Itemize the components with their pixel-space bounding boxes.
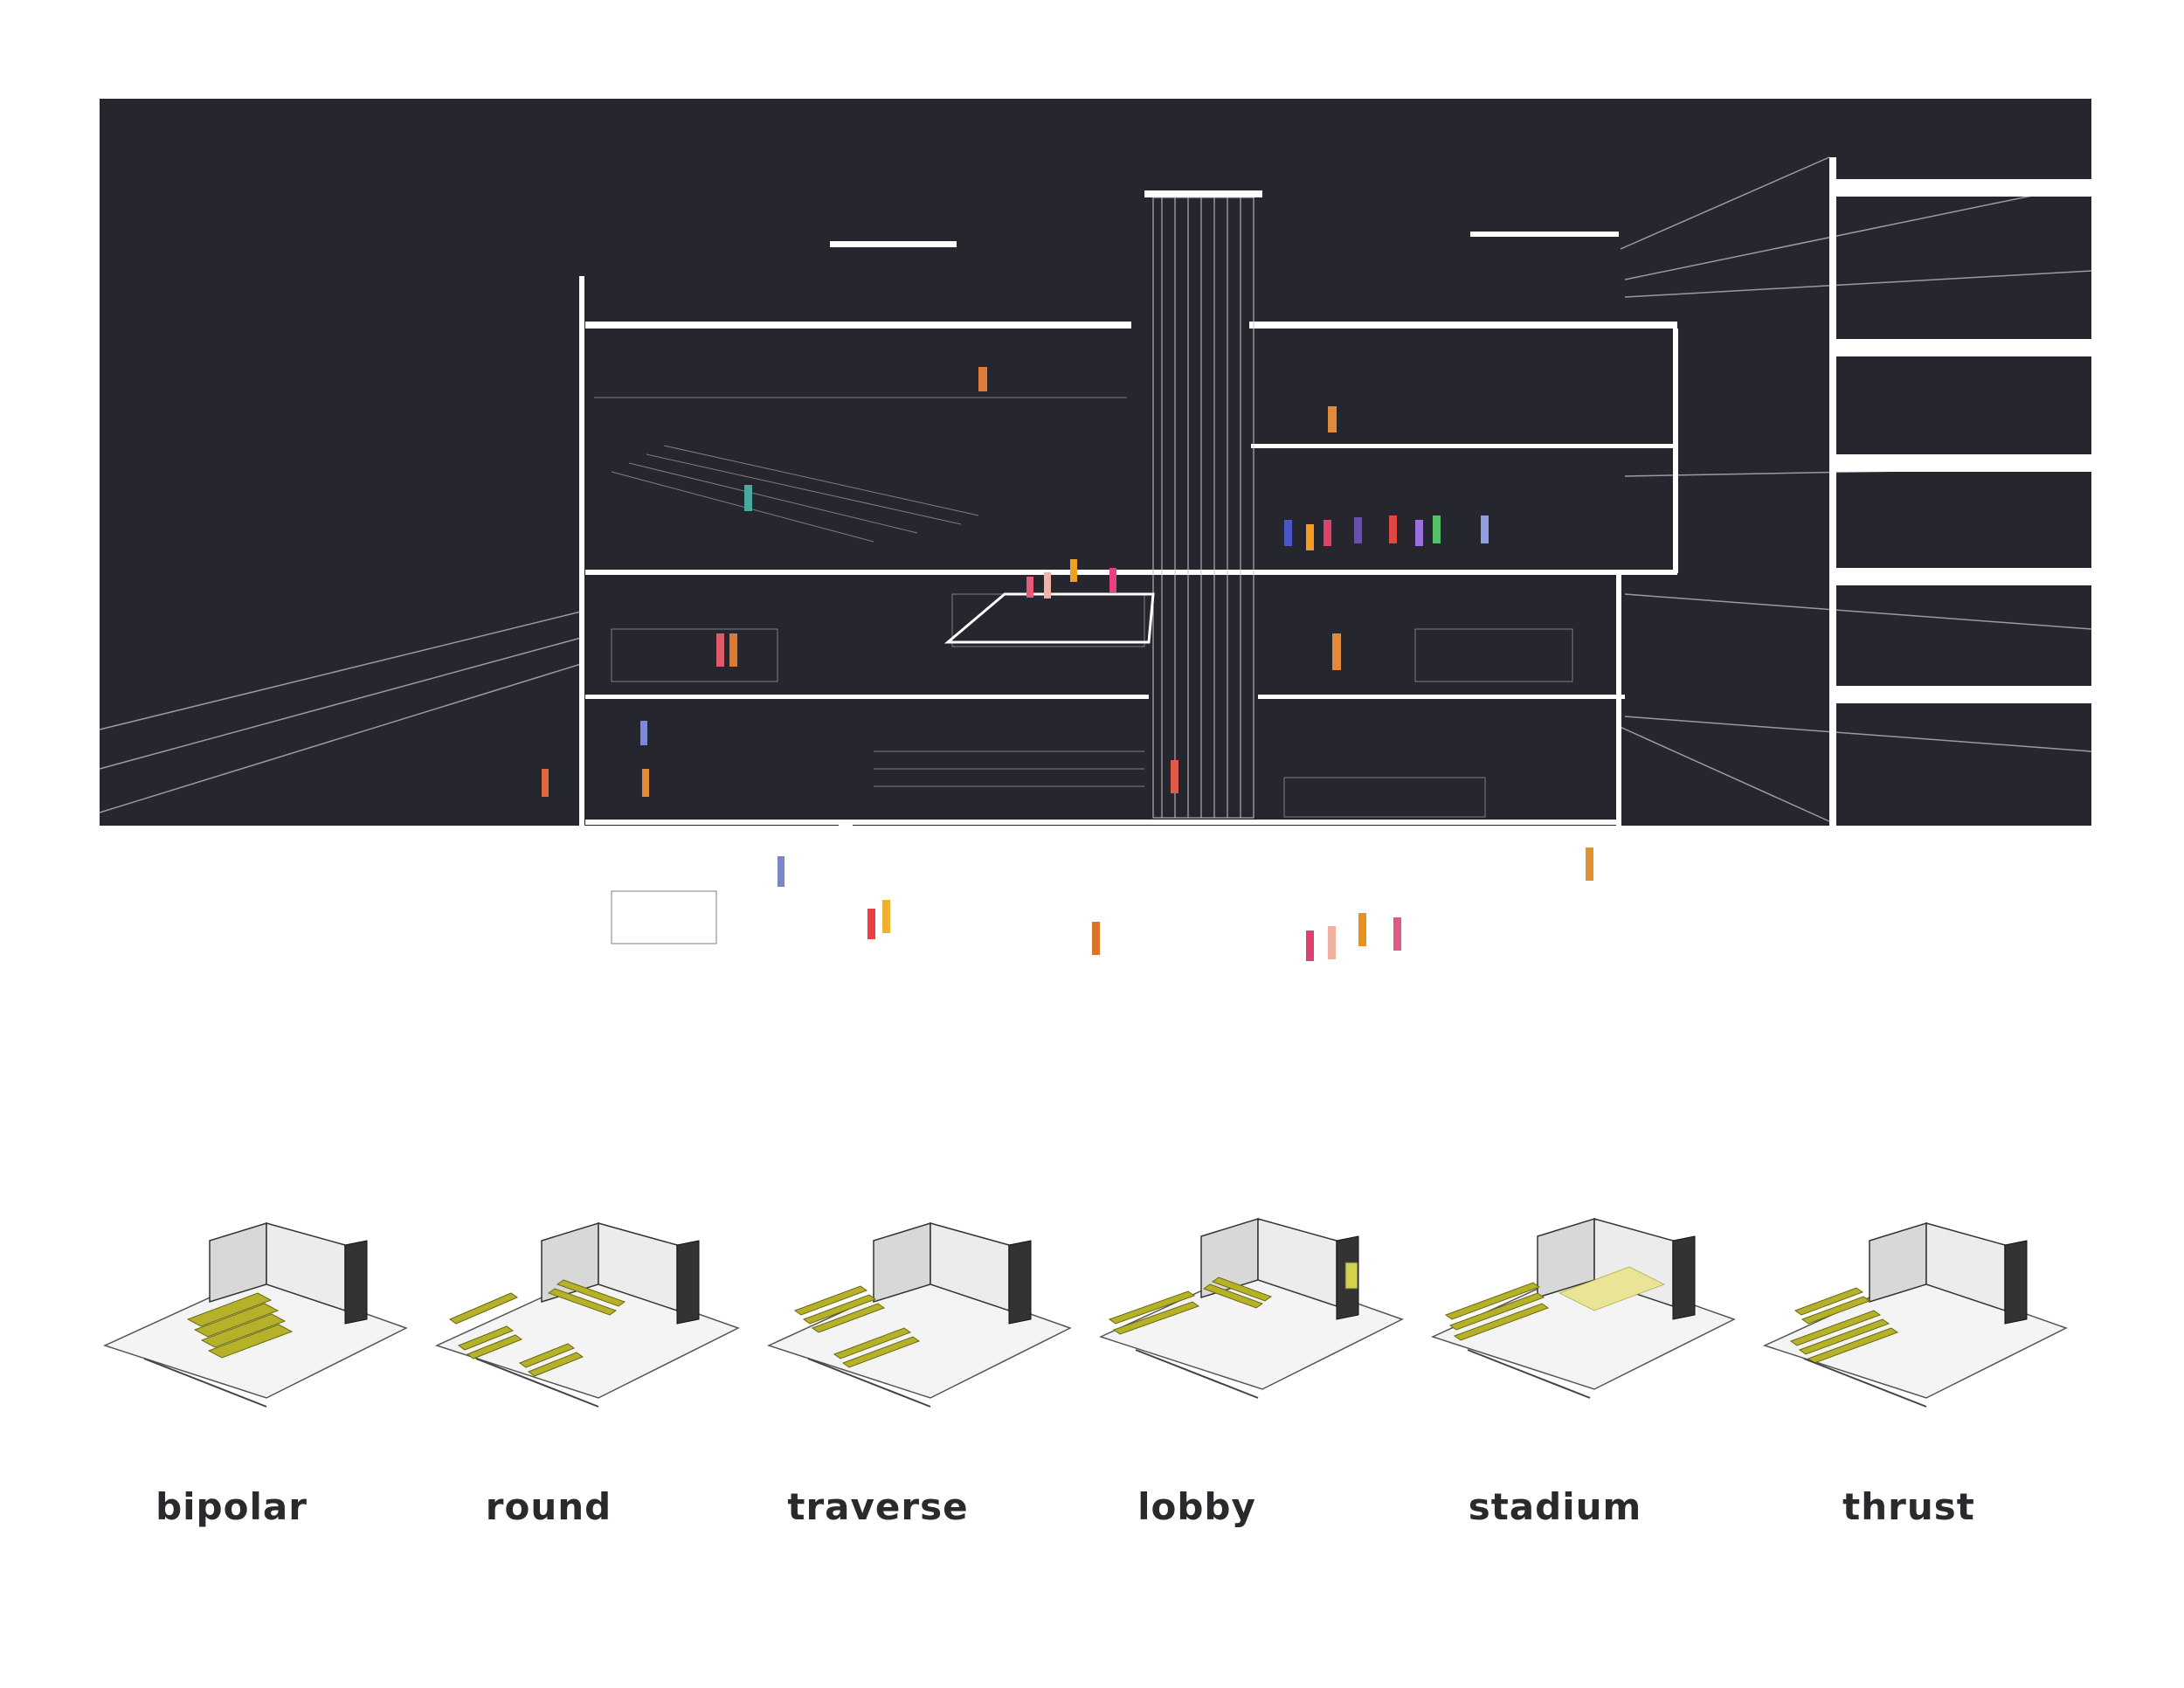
caption-stadium: stadium xyxy=(1468,1485,1642,1528)
thrust-seating-diagram xyxy=(1752,1171,2084,1433)
caption-bipolar: bipolar xyxy=(156,1485,308,1528)
round-seating-diagram xyxy=(424,1171,756,1433)
bipolar-seating-diagram xyxy=(92,1171,424,1433)
lobby-seating-diagram xyxy=(1088,1171,1420,1433)
caption-lobby: lobby xyxy=(1137,1485,1256,1528)
interior-details xyxy=(594,397,1573,944)
traverse-seating-diagram xyxy=(756,1171,1088,1433)
perspective-lines xyxy=(99,156,2092,822)
stadium-seating-diagram xyxy=(1420,1171,1752,1433)
caption-round: round xyxy=(485,1485,612,1528)
fly-tower xyxy=(1152,197,1254,819)
adjacent-building xyxy=(1829,157,2091,826)
figures xyxy=(542,367,1593,961)
main-structure xyxy=(559,190,1678,1059)
building-section-drawing xyxy=(99,156,2092,1059)
building-section-background xyxy=(100,99,2091,826)
caption-thrust: thrust xyxy=(1842,1485,1975,1528)
caption-traverse: traverse xyxy=(787,1485,969,1528)
